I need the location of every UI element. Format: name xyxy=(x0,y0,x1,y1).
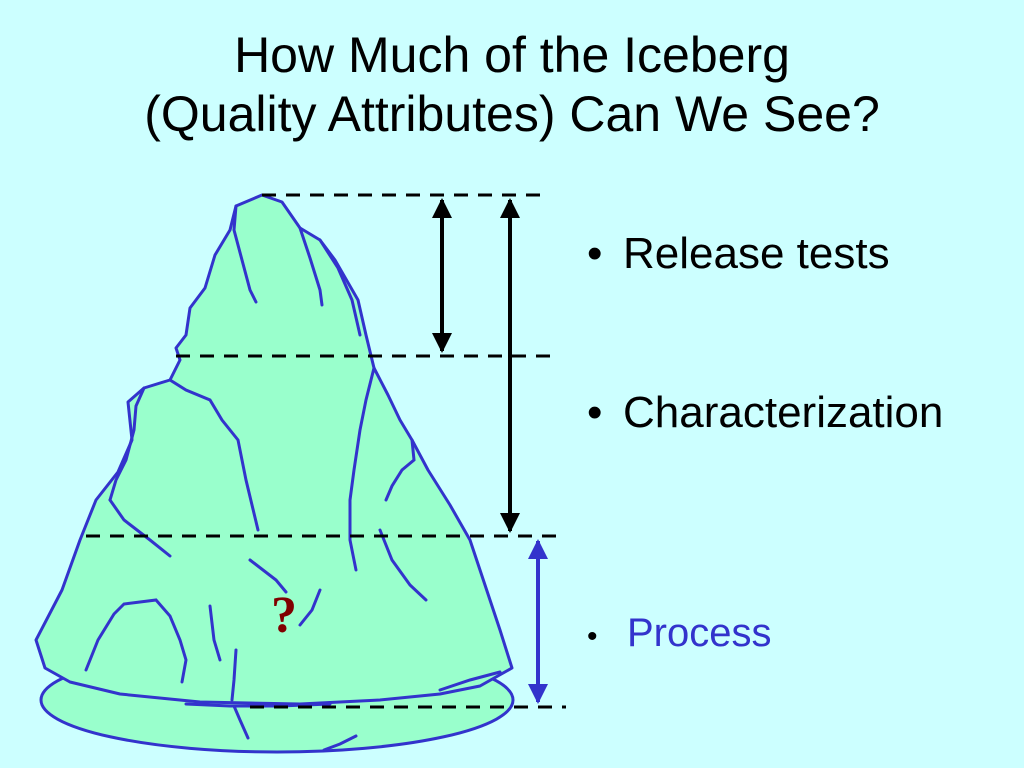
bullet-label: Characterization xyxy=(623,388,944,437)
level-lines xyxy=(86,193,566,709)
unknown-question-mark: ? xyxy=(271,587,297,644)
title-line-1: How Much of the Iceberg xyxy=(234,27,790,83)
bullet-characterization: • Characterization xyxy=(587,388,943,438)
bullet-dot: • xyxy=(587,388,603,437)
bullet-dot: • xyxy=(587,229,603,278)
bullet-process: • Process xyxy=(587,608,772,662)
title-line-2: (Quality Attributes) Can We See? xyxy=(144,86,880,142)
bullet-label: Release tests xyxy=(623,229,890,278)
slide-title: How Much of the Iceberg (Quality Attribu… xyxy=(0,26,1024,144)
bullet-label: Process xyxy=(627,611,772,655)
bullet-release-tests: • Release tests xyxy=(587,229,890,279)
bullet-dot: • xyxy=(587,620,598,653)
